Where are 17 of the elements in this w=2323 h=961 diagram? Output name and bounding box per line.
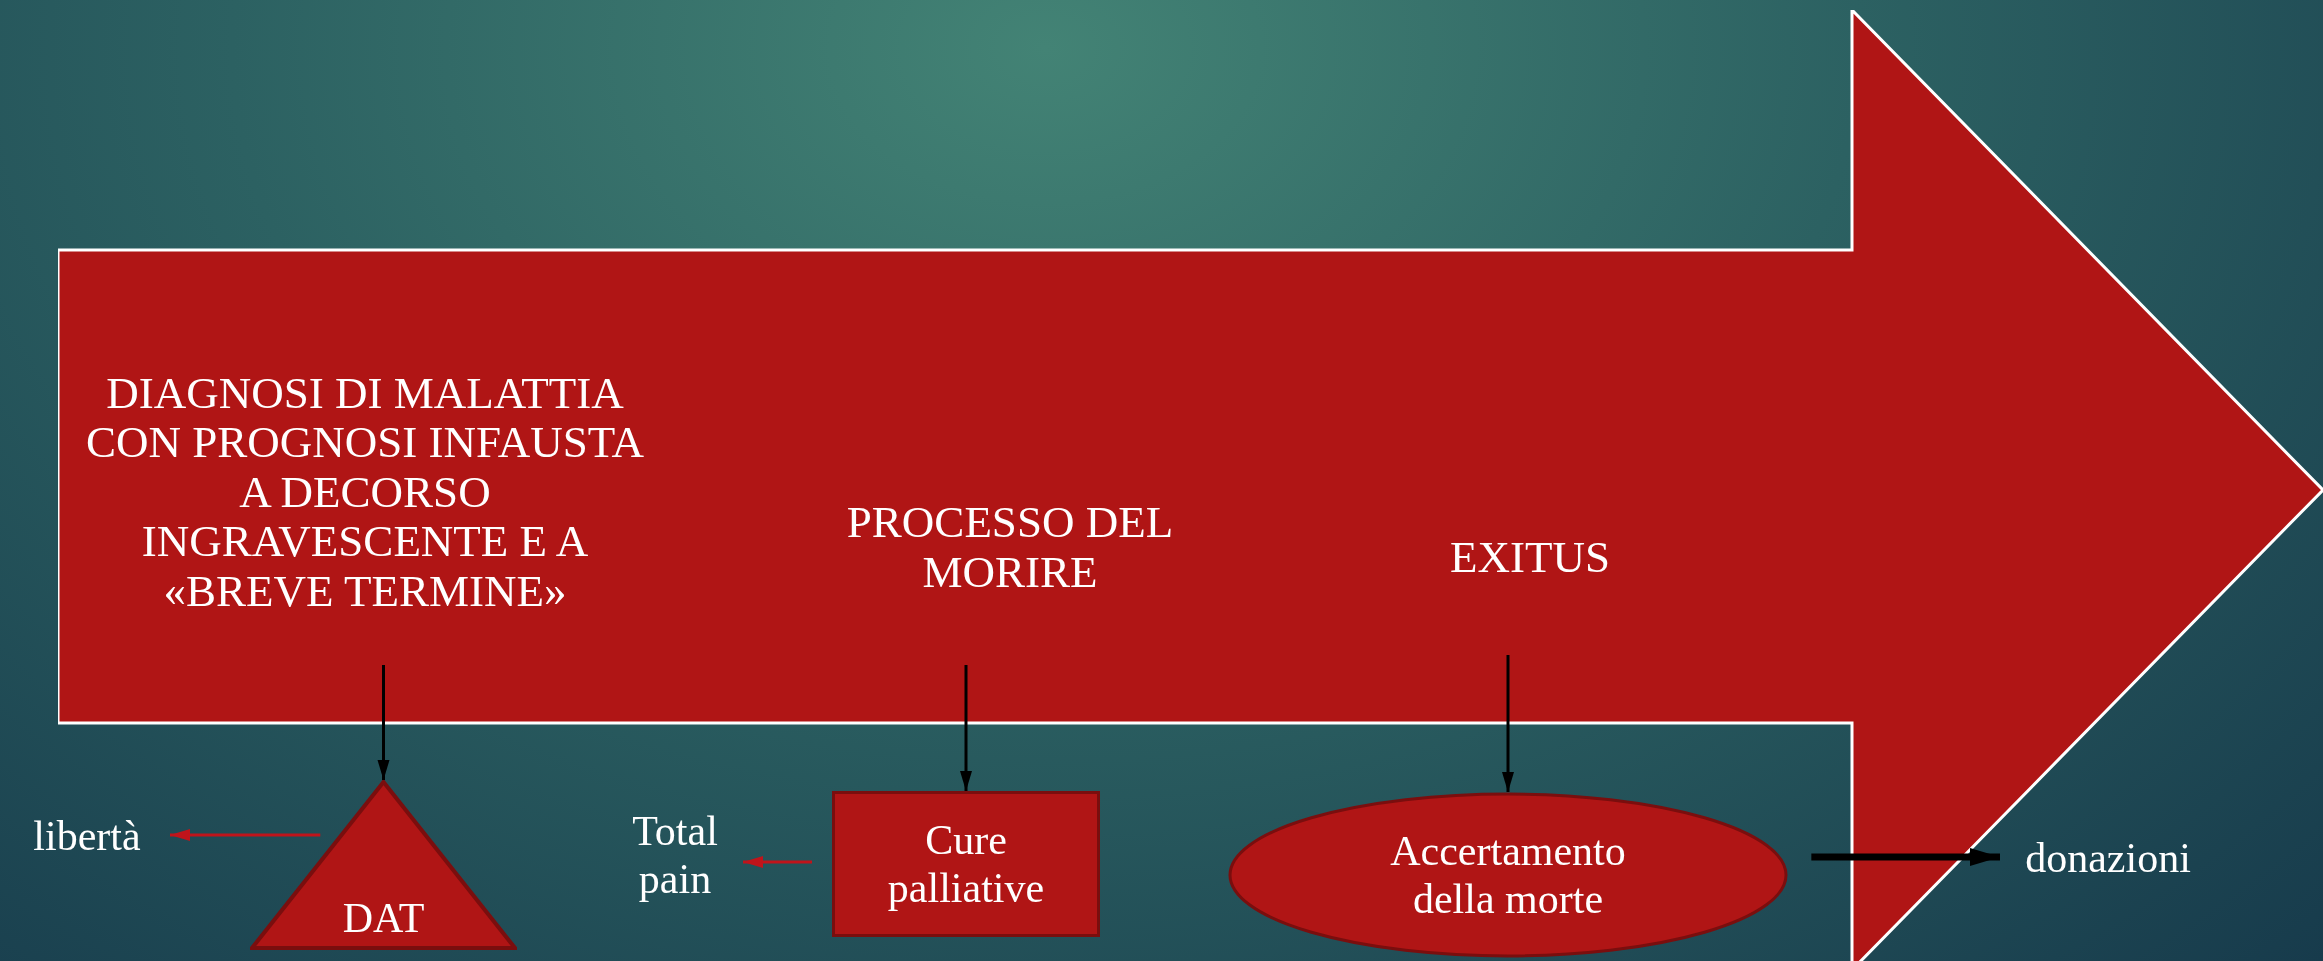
node-text: donazioni [2025,833,2191,883]
arrow [170,829,321,841]
node-text: EXITUS [1450,532,1610,583]
node-text: Accertamento della morte [1389,826,1627,924]
node-text: Cure palliative [886,815,1046,913]
node-text: DAT [342,893,425,942]
arrow [1502,655,1514,792]
arrow [377,665,390,780]
arrow [960,665,972,791]
ellipse-shape [1228,792,1788,958]
node-text: Total pain [631,806,719,904]
arrow [743,856,812,868]
node-text: DIAGNOSI DI MALATTIA CON PROGNOSI INFAUSTA A DECORSO INGRAVESCENTE E A «BREVE TERMINE» [84,368,646,617]
process-box [832,791,1100,937]
node-text: libertà [33,811,141,861]
node-text: PROCESSO DEL MORIRE [845,498,1175,597]
triangle-shape [250,780,517,950]
